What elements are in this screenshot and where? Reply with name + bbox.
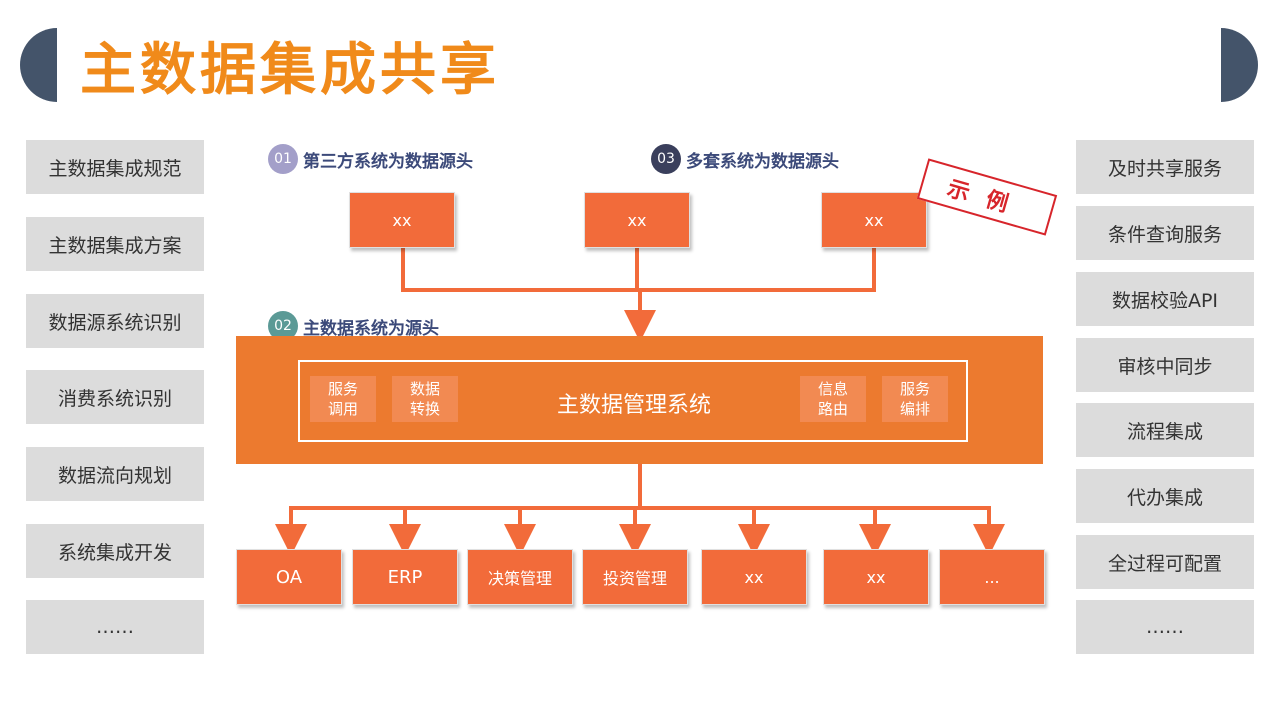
label-number: 03 (651, 144, 681, 174)
label-multi-system-source: 03 多套系统为数据源头 (651, 144, 839, 174)
left-item: …… (26, 600, 204, 654)
module-line: 编排 (899, 400, 930, 418)
module-line: 数据 (409, 380, 440, 398)
left-item: 消费系统识别 (26, 370, 204, 424)
target-box-investment: 投资管理 (582, 549, 688, 605)
right-item: 代办集成 (1076, 469, 1254, 523)
module-line: 服务 (899, 380, 930, 398)
module-data-transform: 数据 转换 (392, 376, 458, 422)
right-item: 全过程可配置 (1076, 535, 1254, 589)
source-box: xx (349, 192, 455, 248)
source-box: xx (584, 192, 690, 248)
target-box-more: ... (939, 549, 1045, 605)
module-service-orchestration: 服务 编排 (882, 376, 948, 422)
label-number: 01 (268, 144, 298, 174)
label-text: 第三方系统为数据源头 (303, 151, 473, 172)
target-box-erp: ERP (352, 549, 458, 605)
label-text: 多套系统为数据源头 (686, 151, 839, 172)
module-service-call: 服务 调用 (310, 376, 376, 422)
right-item: 及时共享服务 (1076, 140, 1254, 194)
target-box-decision: 决策管理 (467, 549, 573, 605)
label-text: 主数据系统为源头 (303, 318, 439, 339)
module-line: 调用 (327, 400, 358, 418)
module-line: 转换 (409, 400, 440, 418)
right-item: 条件查询服务 (1076, 206, 1254, 260)
right-item: …… (1076, 600, 1254, 654)
target-box-oa: OA (236, 549, 342, 605)
left-item: 数据流向规划 (26, 447, 204, 501)
main-system-title: 主数据管理系统 (556, 393, 711, 418)
main-system-frame: 服务 调用 数据 转换 主数据管理系统 信息 路由 服务 编排 (298, 360, 968, 442)
master-data-management-system: 服务 调用 数据 转换 主数据管理系统 信息 路由 服务 编排 (236, 336, 1043, 464)
module-line: 信息 (817, 380, 848, 398)
left-item: 主数据集成规范 (26, 140, 204, 194)
target-box: xx (823, 549, 929, 605)
left-item: 主数据集成方案 (26, 217, 204, 271)
module-line: 路由 (817, 400, 848, 418)
right-item: 审核中同步 (1076, 338, 1254, 392)
module-line: 服务 (327, 380, 358, 398)
right-item: 数据校验API (1076, 272, 1254, 326)
label-third-party-source: 01 第三方系统为数据源头 (268, 144, 473, 174)
left-item: 数据源系统识别 (26, 294, 204, 348)
source-box: xx (821, 192, 927, 248)
right-item: 流程集成 (1076, 403, 1254, 457)
target-box: xx (701, 549, 807, 605)
module-info-routing: 信息 路由 (800, 376, 866, 422)
page-title: 主数据集成共享 (80, 38, 500, 103)
left-item: 系统集成开发 (26, 524, 204, 578)
